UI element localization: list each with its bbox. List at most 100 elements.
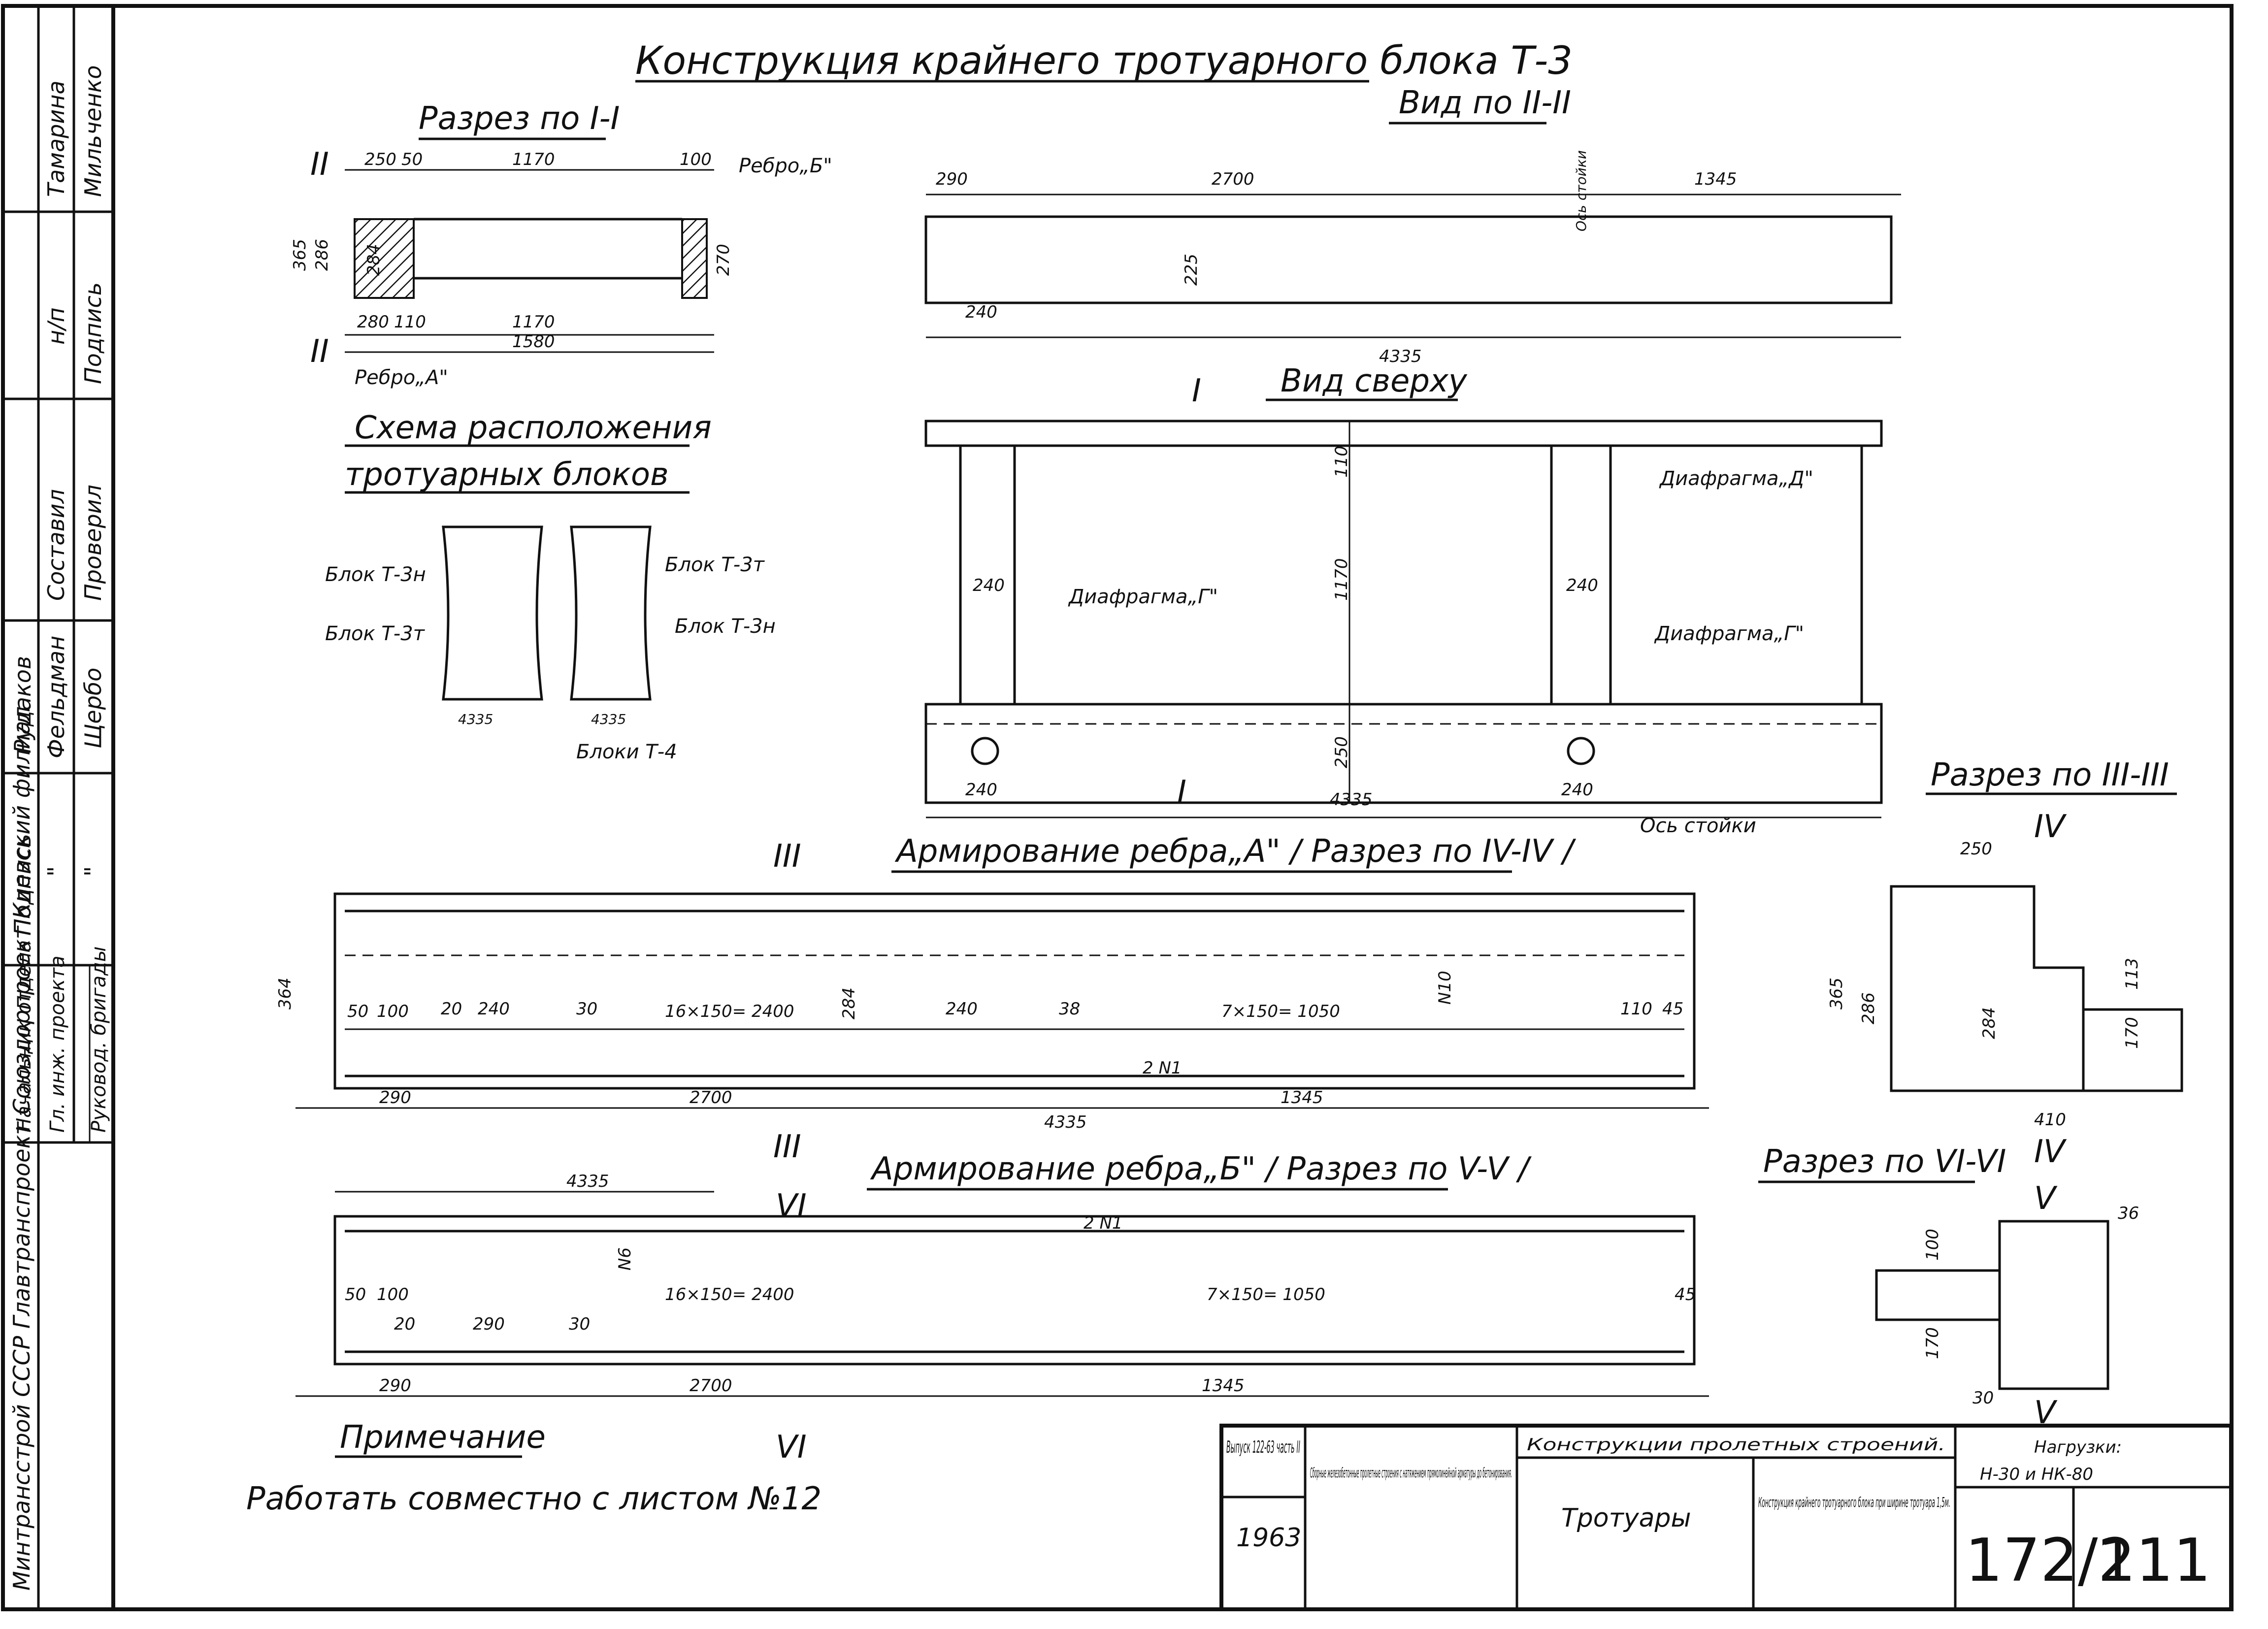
mark-IV-bot: IV [2034,1134,2067,1170]
tb-header: Конструкции пролетных строений. [1527,1435,1945,1455]
scheme-title-2: тротуарных блоков [345,456,669,493]
side-np: н/п [43,307,69,345]
note-title: Примечание [340,1419,546,1456]
side-nach: Начальник отдела [13,940,35,1133]
title-block: Выпуск 122-63 часть II 1963 Сборные желе… [1219,1424,2233,1611]
dim-top-250: 250 [1332,736,1351,768]
mark-VI-bot: VI [776,1429,807,1466]
side-podpis2: Подпись [80,282,106,384]
tb-sheet-num: 111 [2098,1527,2211,1595]
dim-a-1345: 1345 [1281,1088,1323,1108]
dim-b-4335: 4335 [566,1172,609,1191]
section-6-6-title: Разрез по VI-VI [1763,1143,2006,1180]
label-os-stoyki-v: Ось стойки [1573,150,1589,231]
dim-3-284: 284 [1979,1007,1999,1039]
label-diafragma-g1: Диафрагма„Г" [1068,586,1218,608]
dim-b-2700: 2700 [690,1376,732,1396]
dim-3-286: 286 [1859,992,1878,1024]
dim-365: 365 [290,239,310,271]
dim-284: 284 [364,244,384,276]
dim-a-45: 45 [1662,999,1683,1019]
note: Примечание Работать совместно с листом №… [246,1419,822,1517]
dim-4335: 4335 [1379,347,1422,366]
tb-nagruzki-val: Н-30 и НК-80 [1980,1465,2093,1484]
dim-50: 50 [401,150,423,169]
dim-b-50: 50 [345,1285,366,1304]
dim-225: 225 [1182,254,1201,286]
rib-a-reinforcement: III Армирование ребра„А" / Разрез по IV-… [275,833,1709,1132]
dim-a-240b: 240 [946,999,978,1019]
label-bloki-t4: Блоки Т-4 [576,741,677,763]
dim-a-100: 100 [377,1002,409,1021]
dim-top-240-2: 240 [1566,576,1598,595]
dim-b-20: 20 [394,1314,415,1334]
label-diafragma-d: Диафрагма„Д" [1659,467,1813,490]
dim-scheme-4335-2: 4335 [591,711,626,727]
dim-3-365: 365 [1827,977,1846,1010]
side-gl: Гл. инж. проекта [46,956,69,1133]
dim-6-100: 100 [1923,1229,1942,1261]
dim-b-1345: 1345 [1202,1376,1245,1396]
mark-I-top: I [1192,373,1201,409]
dim-3-410: 410 [2034,1110,2066,1130]
dim-a-50: 50 [347,1002,368,1021]
side-milchenko: Мильченко [80,65,106,197]
main-title: Конструкция крайнего тротуарного блока Т… [635,39,1573,83]
mark-V-top: V [2034,1180,2058,1217]
mark-III-bot: III [773,1129,801,1165]
dim-a-38: 38 [1059,999,1080,1019]
side-scherbo: Щербо [80,668,106,749]
dim-b-45: 45 [1675,1285,1696,1304]
tb-vypusk: Выпуск 122-63 часть II [1226,1437,1300,1457]
dim-1580: 1580 [512,332,555,352]
side-quote1: " [43,866,69,877]
dim-a-284: 284 [839,987,859,1019]
label-blok-t3t-1: Блок Т-3т [665,554,765,576]
mark-I-bot: I [1177,774,1186,811]
dim-top-240-3: 240 [965,780,997,800]
dim-270: 270 [714,244,733,276]
dim-scheme-4335-1: 4335 [458,711,493,727]
top-view-title: Вид сверху [1281,363,1468,399]
dim-2700: 2700 [1212,169,1254,189]
sheet-frame [1,4,2234,1611]
dim-6-170: 170 [1923,1327,1942,1359]
side-org: Минтрансстрой СССР Главтранспроект Союзд… [8,706,35,1591]
dim-a-16x150: 16×150= 2400 [665,1002,794,1021]
mark-II-top: II [310,146,329,183]
dim-3-170: 170 [2122,1017,2142,1049]
dim-3-113: 113 [2122,958,2142,990]
section-1-1: Разрез по I-I 250 50 1170 100 280 110 11… [290,100,832,389]
label-os-stoyki: Ось стойки [1640,814,1756,837]
tb-year: 1963 [1236,1523,1301,1553]
dim-b-16x150: 16×150= 2400 [665,1285,794,1304]
tb-konstr: Конструкция крайнего тротуарного блока п… [1758,1494,1950,1510]
label-diafragma-g2: Диафрагма„Г" [1654,622,1804,645]
dim-top-110: 110 [1332,446,1351,478]
dim-a-240: 240 [478,999,510,1019]
side-sostavil: Составил [43,489,69,601]
side-proveril: Проверил [80,485,106,601]
dim-b-30: 30 [569,1314,590,1334]
dim-250: 250 [364,150,396,169]
dim-a-30: 30 [576,999,597,1019]
tb-trotuary: Тротуары [1561,1503,1691,1533]
label-blok-t3t-2: Блок Т-3т [325,622,426,645]
label-rebro-b: Ребро„Б" [739,155,832,177]
dim-b-290i: 290 [473,1314,505,1334]
section-3-3-title: Разрез по III-III [1931,757,2169,793]
dim-240-v: 240 [965,302,997,322]
dim-a-110: 110 [1620,999,1652,1019]
dim-6-36: 36 [2118,1204,2139,1223]
dim-a-2n1: 2 N1 [1143,1058,1182,1078]
dim-a-2700: 2700 [690,1088,732,1108]
side-stamp: Минтрансстрой СССР Главтранспроект Союзд… [3,6,113,1609]
dim-1170-bot: 1170 [512,312,555,332]
dim-b-290: 290 [379,1376,411,1396]
mark-IV-top: IV [2034,809,2067,845]
dim-a-20: 20 [441,999,462,1019]
dim-a-364: 364 [275,977,295,1010]
dim-100: 100 [680,150,712,169]
dim-b-100: 100 [377,1285,409,1304]
